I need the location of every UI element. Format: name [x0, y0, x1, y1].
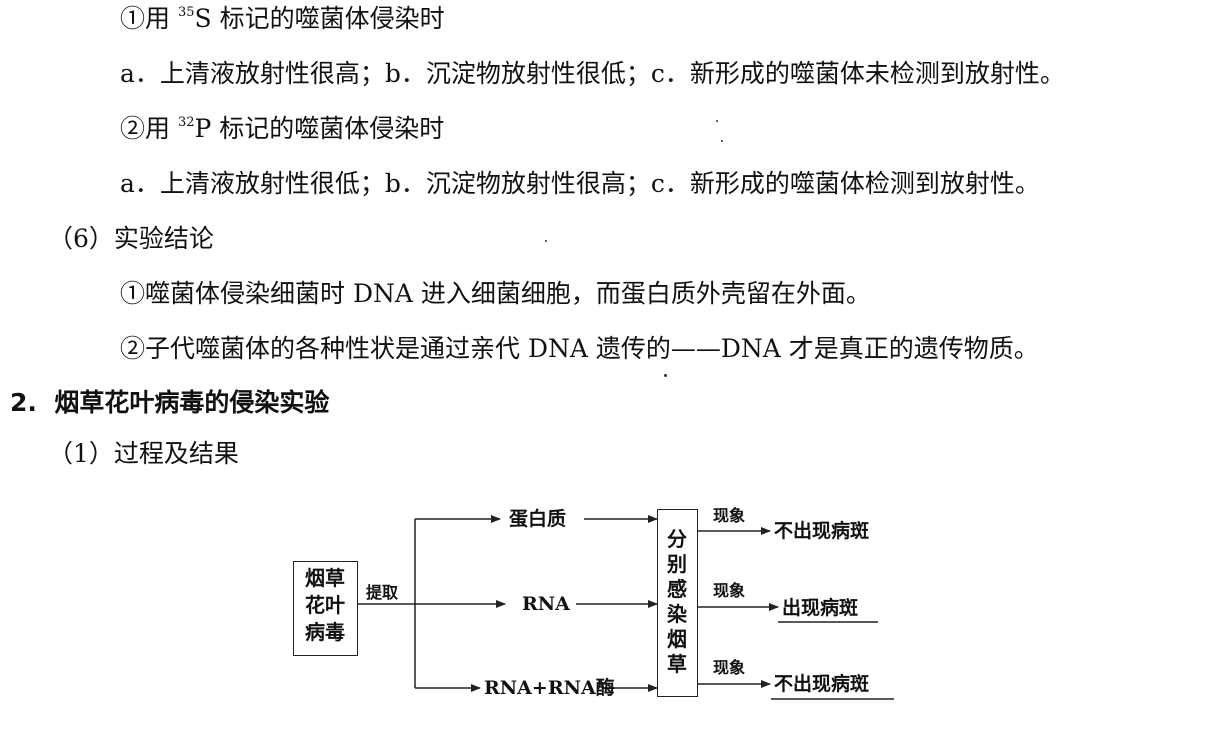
- phenomenon-label-2: 现象: [713, 581, 746, 600]
- scan-speck: [545, 240, 547, 242]
- result-rna: 出现病斑: [782, 597, 859, 619]
- line-35s-label: ①用 35S 标记的噬菌体侵染时: [120, 4, 445, 34]
- section-2-title: 烟草花叶病毒的侵染实验: [54, 388, 330, 417]
- result-protein: 不出现病斑: [774, 520, 870, 542]
- source-virus-box: [293, 561, 358, 656]
- component-protein: 蛋白质: [509, 508, 567, 530]
- phenomenon-label-1: 现象: [713, 506, 746, 525]
- phenomenon-label-3: 现象: [713, 658, 746, 677]
- extract-label: 提取: [366, 583, 399, 602]
- isotope-35-superscript: 35: [177, 5, 195, 20]
- line-32p-results: a．上清液放射性很低；b．沉淀物放射性很高；c．新形成的噬菌体检测到放射性。: [120, 169, 1040, 198]
- component-rna: RNA: [522, 593, 570, 615]
- circled-2: ②用: [120, 114, 178, 143]
- component-rna-rnase: RNA+RNA酶: [484, 677, 615, 699]
- scan-speck: [721, 140, 723, 142]
- isotope-32-superscript: 32: [177, 115, 195, 130]
- line-32p-label: ②用 32P 标记的噬菌体侵染时: [120, 114, 444, 144]
- scan-speck: [716, 120, 718, 122]
- section-2-number: 2.: [10, 388, 37, 417]
- line-35s-rest: S 标记的噬菌体侵染时: [194, 4, 445, 33]
- conclusion-2: ②子代噬菌体的各种性状是通过亲代 DNA 遗传的——DNA 才是真正的遗传物质。: [120, 334, 1039, 363]
- infect-tobacco-label: 分别感染烟草: [667, 527, 687, 676]
- result-rna-rnase: 不出现病斑: [774, 673, 870, 695]
- scan-speck: [664, 374, 667, 377]
- infect-tobacco-box: [657, 509, 698, 697]
- line-32p-rest: P 标记的噬菌体侵染时: [194, 114, 445, 143]
- section-6-heading: （6）实验结论: [48, 224, 214, 253]
- circled-1: ①用: [120, 4, 178, 33]
- section-2-heading: 2. 烟草花叶病毒的侵染实验: [10, 388, 329, 418]
- source-virus-label: 烟草花叶病毒: [305, 566, 345, 644]
- conclusion-1: ①噬菌体侵染细菌时 DNA 进入细菌细胞，而蛋白质外壳留在外面。: [120, 279, 871, 308]
- subsection-1-heading: （1）过程及结果: [48, 439, 239, 468]
- line-35s-results: a．上清液放射性很高；b．沉淀物放射性很低；c．新形成的噬菌体未检测到放射性。: [120, 59, 1065, 88]
